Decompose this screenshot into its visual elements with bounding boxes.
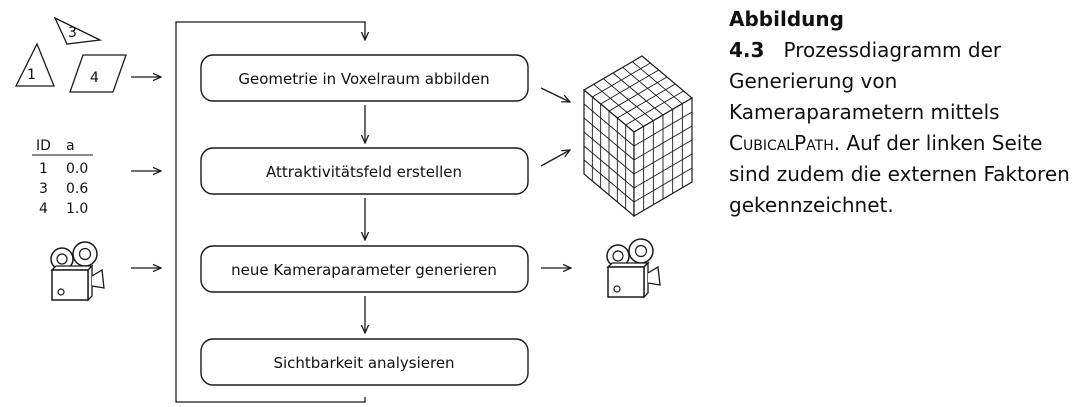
- process-node-attractivity: Attraktivitätsfeld erstellen: [200, 147, 529, 195]
- table-cell: 0.0: [66, 161, 88, 177]
- caption-method-name: CubicalPath: [729, 131, 834, 155]
- process-node-visibility: Sichtbarkeit analysieren: [200, 338, 529, 386]
- process-node-label: Sichtbarkeit analysieren: [273, 354, 454, 372]
- caption-label: Abbildung 4.3: [729, 7, 844, 62]
- voxel-grid-line: [583, 159, 635, 203]
- caption-text-after: . Auf der linken Seite sind zudem die ex…: [729, 131, 1070, 217]
- process-node-label: Attraktivitätsfeld erstellen: [266, 163, 462, 181]
- voxel-grid-line: [633, 167, 693, 203]
- voxel-grid-line: [632, 61, 683, 105]
- table-header: ID: [36, 138, 51, 154]
- process-node-voxel: Geometrie in Voxelraum abbilden: [200, 54, 529, 102]
- table-cell: 1.0: [66, 201, 88, 217]
- process-node-label: Geometrie in Voxelraum abbilden: [238, 70, 489, 88]
- shape-number: 3: [68, 25, 77, 41]
- voxel-cube-icon: [582, 55, 694, 218]
- figure-caption: Abbildung 4.3 Prozessdiagramm der Generi…: [729, 4, 1081, 221]
- table-cell: 3: [39, 181, 48, 197]
- film-camera-icon: [50, 241, 105, 301]
- parallelogram-shape: [69, 54, 127, 93]
- output-arrow: [540, 150, 570, 167]
- film-camera-icon: [606, 238, 661, 298]
- process-node-label: neue Kameraparameter generieren: [231, 261, 497, 279]
- table-header: a: [66, 138, 75, 154]
- feedback-loop-line: [175, 21, 365, 403]
- attribute-table: ID a 1 0.0 3 0.6 4 1.0: [32, 138, 93, 217]
- shape-number: 1: [27, 67, 36, 83]
- triangle-shape: [14, 42, 55, 87]
- output-arrow: [540, 87, 570, 102]
- process-node-camera-generation: neue Kameraparameter generieren: [200, 245, 529, 293]
- geometry-shapes: 3 1 4: [14, 16, 127, 93]
- shape-number: 4: [90, 70, 99, 86]
- table-cell: 0.6: [66, 181, 88, 197]
- caption-text: Prozessdiagramm der Generierung von Kame…: [729, 38, 1002, 124]
- table-cell: 4: [39, 201, 48, 217]
- table-cell: 1: [39, 161, 48, 177]
- triangle-shape: [53, 16, 103, 45]
